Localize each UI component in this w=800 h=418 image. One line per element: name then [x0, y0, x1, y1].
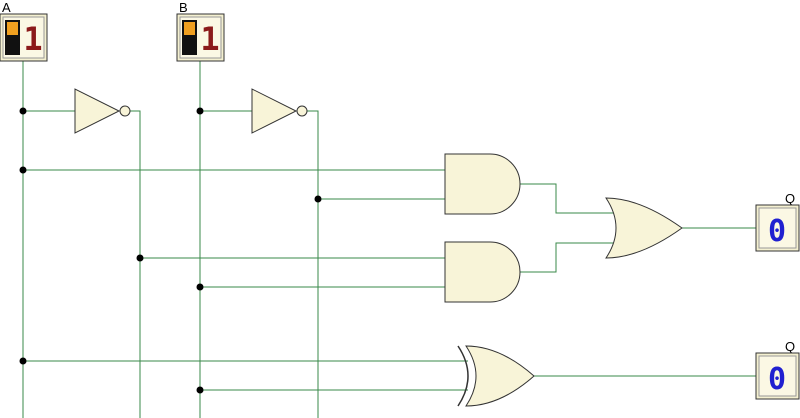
not-gate-b[interactable]	[251, 88, 308, 134]
junction-dot	[19, 166, 27, 174]
input-label: B	[179, 0, 188, 15]
input-label: A	[2, 0, 11, 15]
output-probe-q2: Q 0	[755, 339, 800, 400]
output-label: Q	[785, 339, 795, 354]
junction-dot	[196, 283, 204, 291]
wire-not-b-out	[307, 110, 319, 418]
and-gate-2[interactable]	[444, 241, 521, 303]
input-switch-a[interactable]: A 1	[0, 0, 48, 62]
wire-and2-to-or	[520, 242, 614, 273]
input-value: 1	[23, 20, 42, 58]
wires	[22, 60, 756, 418]
output-value: 0	[768, 362, 786, 397]
output-probe-q1: Q 0	[755, 191, 800, 252]
output-value: 0	[768, 214, 786, 249]
output-label: Q	[785, 191, 795, 206]
junction-dot	[136, 254, 144, 262]
wire-and1-to-or	[520, 183, 614, 214]
junction-dot	[196, 107, 204, 115]
input-switch-b[interactable]: B 1	[176, 0, 225, 62]
not-gate-a[interactable]	[74, 88, 131, 134]
junctions	[19, 107, 322, 394]
junction-dot	[196, 386, 204, 394]
and-gate-1[interactable]	[444, 153, 521, 215]
input-value: 1	[200, 20, 219, 58]
junction-dot	[19, 357, 27, 365]
or-gate[interactable]	[605, 197, 683, 259]
xor-gate[interactable]	[457, 345, 535, 407]
junction-dot	[19, 107, 27, 115]
wire-not-a-out	[130, 110, 141, 418]
junction-dot	[314, 195, 322, 203]
